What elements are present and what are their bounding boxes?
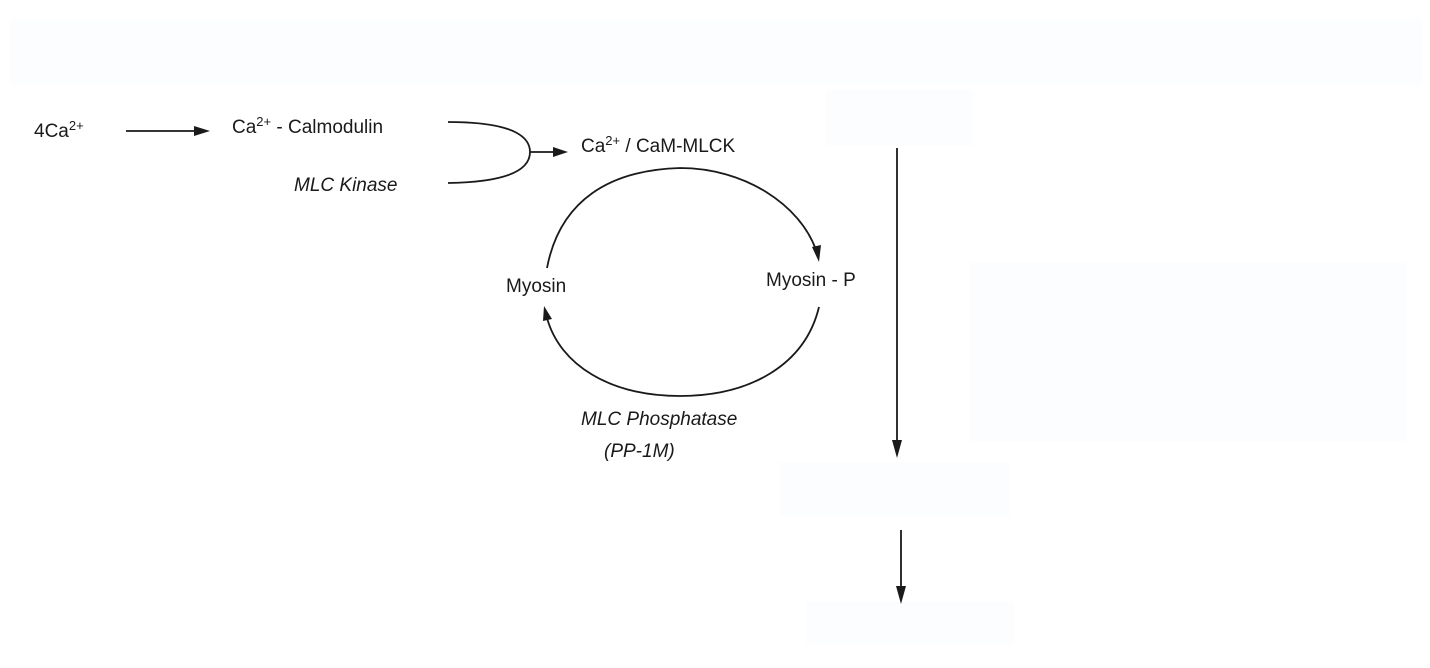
blank-region-top	[10, 20, 1422, 84]
label-myosin: Myosin	[506, 276, 567, 297]
merge-bracket	[447, 121, 531, 184]
arrowhead-down-short	[896, 586, 906, 604]
blank-region-bottom	[806, 602, 1014, 644]
label-myosin-p: Myosin - P	[766, 270, 856, 291]
label-calcium: 4Ca2+	[34, 118, 84, 142]
label-ca-cam-mlck: Ca2+ / CaM-MLCK	[581, 133, 736, 157]
arc-phosphorylation	[546, 167, 817, 269]
label-calmodulin: Ca2+ - Calmodulin	[232, 114, 384, 138]
arrowhead-dephosphorylation	[543, 306, 552, 321]
label-mlc-kinase: MLC Kinase	[294, 175, 398, 196]
arrowhead-to-complex	[553, 147, 568, 157]
arrowhead-down-long	[892, 440, 902, 458]
label-pp1m: (PP-1M)	[604, 441, 675, 462]
arrowhead-calcium-to-calmodulin	[194, 126, 210, 136]
blank-region-right	[970, 262, 1406, 442]
arrowhead-phosphorylation	[812, 245, 821, 262]
label-mlc-phosphatase: MLC Phosphatase	[581, 409, 738, 430]
blank-region-middle	[780, 462, 1010, 516]
blank-region-upper-right	[826, 90, 972, 146]
arc-dephosphorylation	[546, 306, 820, 397]
